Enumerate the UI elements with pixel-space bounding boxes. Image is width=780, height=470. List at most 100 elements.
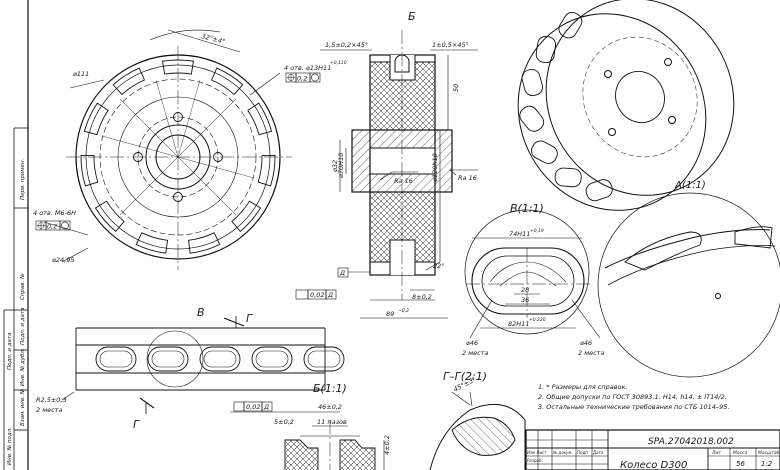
label-tol-002: 0,02 xyxy=(310,291,324,299)
rim-slot xyxy=(112,67,146,96)
isometric-view xyxy=(517,0,735,211)
label-two-places-c: 2 места xyxy=(578,349,604,357)
note-2: 2. Общие допуски по ГОСТ 30893.1: Н14, h… xyxy=(538,393,727,401)
strip-slot xyxy=(147,346,189,372)
rim-slot xyxy=(135,232,168,254)
strip-label-4: Инв. № дубл. xyxy=(20,348,26,386)
isometric-texts: А(1:1) xyxy=(674,180,706,191)
mass-value: 56 xyxy=(736,460,745,468)
note-1: 1. * Размеры для справок. xyxy=(538,383,628,391)
label-ra16b: Ra 16 xyxy=(458,174,477,182)
rim-slot xyxy=(231,200,262,233)
strip-slot-inner xyxy=(151,350,185,368)
strip-slot-inner xyxy=(99,350,133,368)
label-r46b: ⌀46 xyxy=(580,339,592,347)
side-section-texts: Б 1,5±0,2×45° 1±0,5×45° 50 ⌀32 ⌀70Н10 ⌀1… xyxy=(310,10,477,318)
label-detail-v: В(1:1) xyxy=(510,202,544,215)
technical-notes: 1. * Размеры для справок. 2. Общие допус… xyxy=(538,383,730,411)
label-dim-89: 89 xyxy=(386,310,394,318)
bottom-strip-view xyxy=(61,316,345,414)
strip-label-3: Подп. и дата xyxy=(20,307,26,345)
label-dim-5: 5±0,2 xyxy=(274,418,294,426)
front-view xyxy=(66,46,292,270)
label-dim-8: 8±0,2 xyxy=(412,293,432,301)
rim-slot xyxy=(162,59,194,75)
label-ra16a: Ra 16 xyxy=(394,177,413,185)
front-view-annotations xyxy=(35,29,321,263)
label-view-g: Г xyxy=(246,312,253,325)
label-chamfer-15: 1,5±0,2×45° xyxy=(325,41,368,49)
col-scale: Масштаб xyxy=(758,450,780,456)
strip-slot xyxy=(251,346,293,372)
strip-label-7: Инв. № подл. xyxy=(7,427,13,465)
detail-a xyxy=(597,192,780,378)
strip-label-1: Перв. примен. xyxy=(20,158,26,200)
label-r25: R2,5±0,3 xyxy=(36,396,67,404)
label-dim-82-tol: +0,220 xyxy=(529,317,546,323)
label-diam-120: ⌀120h10 xyxy=(431,153,439,182)
iso-slot xyxy=(585,179,613,202)
front-view-texts: ⌀111 32°±4° 4 отв. ⌀13Н11 +0,110 0,2 4 о… xyxy=(33,32,347,264)
label-tol-db: Д xyxy=(263,403,269,411)
title-block xyxy=(525,429,780,470)
rim-slot xyxy=(94,200,125,233)
label-diam-70: ⌀70Н10 xyxy=(337,153,345,178)
rim-slot xyxy=(188,232,221,254)
detail-b-section xyxy=(230,401,385,470)
label-two-places-a: 2 места xyxy=(36,406,62,414)
rim-slot xyxy=(257,154,276,187)
strip-slot xyxy=(303,346,345,372)
label-pos-02a: 0,2 xyxy=(297,75,307,83)
iso-slot xyxy=(554,167,582,188)
bottom-strip-texts: В Г Г R2,5±0,3 2 места xyxy=(36,306,253,431)
label-diam-111: ⌀111 xyxy=(73,70,89,78)
label-dim-46: 46±0,2 xyxy=(318,403,342,411)
label-r46a: ⌀46 xyxy=(466,339,478,347)
detail-b-texts: Б(1:1) 0,02 Д 46±0,2 5±0,2 11 пазов 4±0,… xyxy=(246,382,391,455)
strip-slot-inner xyxy=(255,350,289,368)
title-block-texts: SPA.27042018.002 Колесо D300 Лит Масса М… xyxy=(527,437,780,470)
label-dim-82: 82Н11 xyxy=(508,320,529,328)
detail-v xyxy=(464,209,601,339)
side-section-dims xyxy=(295,49,478,319)
section-gg xyxy=(429,391,526,470)
label-diam-32: ⌀32 xyxy=(331,160,339,172)
rim-slot xyxy=(80,154,99,187)
label-detail-a: А(1:1) xyxy=(674,180,706,191)
label-view-v: В xyxy=(197,306,205,319)
label-dim-50: 50 xyxy=(452,84,460,92)
label-tol-002b: 0,02 xyxy=(246,403,260,411)
iso-slot xyxy=(558,11,583,39)
label-dim-36: 36 xyxy=(521,296,529,304)
doc-number: SPA.27042018.002 xyxy=(648,437,734,447)
label-dim-74: 74Н11 xyxy=(509,230,530,238)
iso-slot xyxy=(521,68,544,97)
label-angle-22: 22° xyxy=(433,262,445,270)
col-mass: Масса xyxy=(733,450,748,456)
note-3: 3. Остальные технические требования по С… xyxy=(538,403,730,411)
front-view-slots xyxy=(80,59,276,254)
part-name: Колесо D300 xyxy=(620,460,687,470)
strip-slot xyxy=(199,346,241,372)
label-holes-13-tol: +0,110 xyxy=(330,60,347,66)
label-holes-m6: 4 отв. М6-6Н xyxy=(33,209,76,217)
label-chamfer-1: 1±0,5×45° xyxy=(432,41,469,49)
strip-slot-inner xyxy=(307,350,341,368)
scale-value: 1:2 xyxy=(761,460,773,468)
label-section-b: Б(1:1) xyxy=(313,382,347,395)
row-date: Дата xyxy=(592,450,604,455)
row-change: Изм Лист xyxy=(527,450,547,455)
row-sign: Подп. xyxy=(577,450,589,455)
side-strip-labels: Перв. примен. Справ. № Подп. и дата Инв.… xyxy=(7,158,26,465)
strip-label-5: Взам. инв. № xyxy=(20,388,26,426)
iso-slot xyxy=(519,105,545,132)
strip-label-2: Справ. № xyxy=(20,273,26,300)
label-grooves-11: 11 пазов xyxy=(317,418,347,426)
strip-label-6: Подп. и дата xyxy=(7,332,13,370)
label-diam-2495: ⌀24,95 xyxy=(52,256,75,264)
label-section-gg: Г–Г(2:1) xyxy=(443,370,487,383)
label-holes-13: 4 отв. ⌀13Н11 xyxy=(284,64,331,72)
rim-slot xyxy=(83,102,109,136)
label-dim-28: 28 xyxy=(521,286,529,294)
